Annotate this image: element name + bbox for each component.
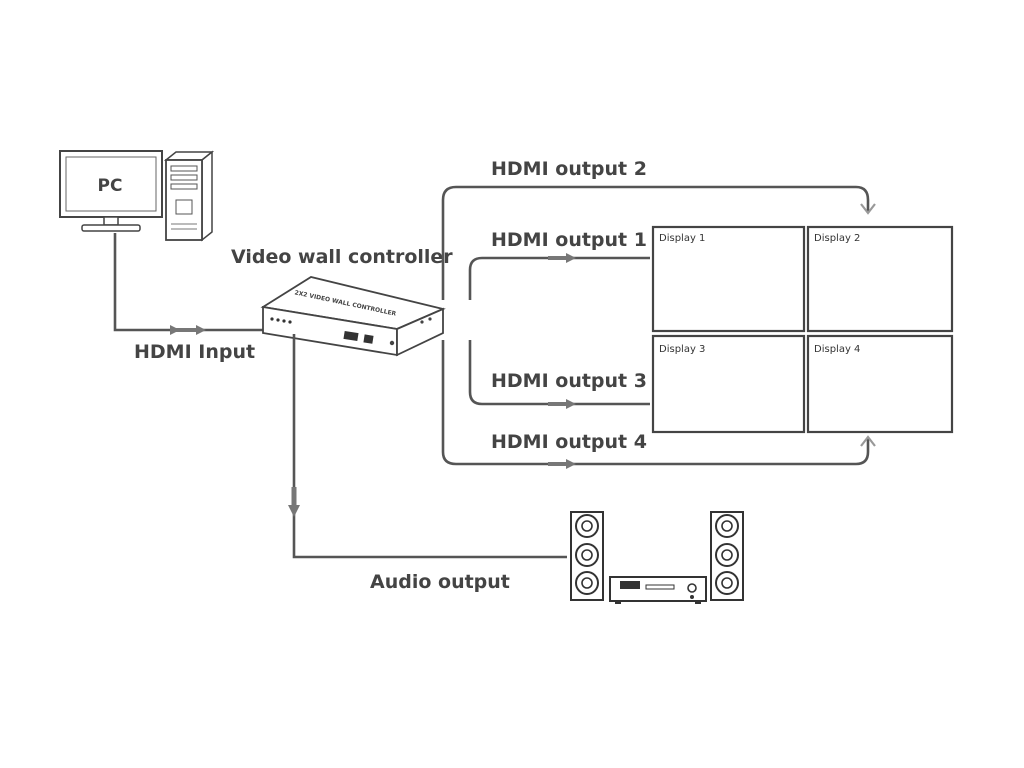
display-3-label: Display 3 — [659, 344, 705, 355]
hdmi-output-1-label: HDMI output 1 — [491, 229, 647, 251]
hdmi-output-4-label: HDMI output 4 — [491, 431, 647, 453]
pc-tower-icon — [163, 150, 215, 242]
audio-output-connection: Audio output — [288, 334, 567, 593]
right-speaker-icon — [710, 511, 744, 601]
display-2: Display 2 — [806, 225, 954, 333]
hdmi-output-2-label: HDMI output 2 — [491, 158, 647, 180]
amplifier-icon — [609, 576, 707, 604]
display-1: Display 1 — [651, 225, 806, 333]
pc-label: PC — [98, 176, 123, 196]
pc-monitor: PC — [59, 150, 163, 232]
hdmi-input-connection: HDMI Input — [113, 233, 264, 363]
audio-output-label: Audio output — [370, 571, 510, 593]
hdmi-output-3-connection: HDMI output 3 — [468, 340, 650, 409]
display-1-label: Display 1 — [659, 233, 705, 244]
hdmi-output-4-connection: HDMI output 4 — [441, 340, 876, 469]
hdmi-output-1-connection: HDMI output 1 — [468, 229, 650, 300]
display-3: Display 3 — [651, 334, 806, 434]
video-wall-controller-device: 2X2 VIDEO WALL CONTROLLER — [260, 276, 446, 357]
hdmi-output-3-label: HDMI output 3 — [491, 370, 647, 392]
hdmi-output-2-connection: HDMI output 2 — [441, 158, 876, 300]
display-2-label: Display 2 — [814, 233, 860, 244]
hdmi-input-label: HDMI Input — [134, 341, 255, 363]
display-4: Display 4 — [806, 334, 954, 434]
left-speaker-icon — [570, 511, 604, 601]
controller-label: Video wall controller — [231, 246, 453, 268]
display-4-label: Display 4 — [814, 344, 860, 355]
